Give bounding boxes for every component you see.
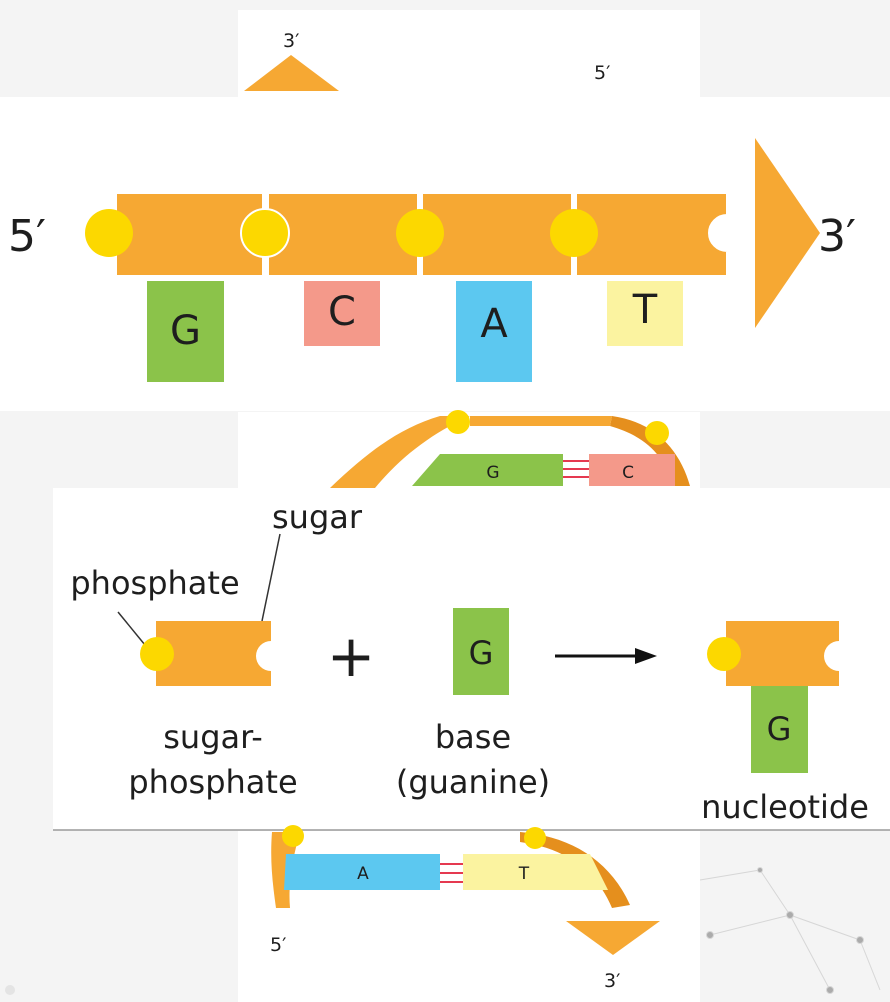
- top-helix-fragment: 3′ 5′: [238, 10, 700, 100]
- base-label-line1: base: [435, 718, 511, 756]
- sugar-unit: [267, 192, 419, 277]
- base-a: A: [456, 281, 532, 382]
- base-g: G: [147, 281, 224, 382]
- bottom-5prime-label: 5′: [270, 934, 286, 956]
- guanine-base: [453, 608, 509, 695]
- bottom-base-t: [463, 854, 608, 890]
- phosphate-group: [396, 209, 444, 257]
- sugar-phosphate-label-line1: sugar-: [163, 718, 263, 756]
- base-g-letter: G: [170, 308, 201, 354]
- phosphate-label: phosphate: [70, 564, 239, 602]
- plus-sign: +: [327, 622, 376, 690]
- top-5prime-label: 5′: [594, 62, 610, 84]
- sugar-pointer: [261, 533, 281, 622]
- nucleotide-panel: sugar phosphate + G G sugar- phosphate b…: [53, 488, 890, 831]
- base-a-letter: A: [480, 301, 508, 347]
- sugar-phosphate-label-line2: phosphate: [128, 763, 297, 801]
- strand-5prime-label: 5′: [8, 211, 46, 262]
- hydrogen-bonds: [440, 863, 463, 883]
- nucleotide-base: [751, 686, 808, 773]
- nucleotide-label: nucleotide: [701, 788, 869, 826]
- bottom-base-t-letter: T: [518, 864, 530, 884]
- phosphate-group: [446, 410, 470, 434]
- phosphate-group: [85, 209, 133, 257]
- sugar-phosphate-sugar: [156, 621, 271, 686]
- top-3prime-arrowhead: [244, 55, 339, 91]
- sugar-unit: [421, 192, 573, 277]
- phosphate-group: [524, 827, 546, 849]
- nucleotide-base-letter: G: [767, 710, 792, 748]
- base-t-letter: T: [632, 287, 658, 333]
- nucleotide-sugar: [726, 621, 839, 686]
- phosphate-group: [645, 421, 669, 445]
- mid-base-c-letter: C: [622, 463, 634, 483]
- mid-helix-fragment: G C: [238, 410, 700, 490]
- bottom-3prime-arrowhead: [566, 921, 660, 955]
- base-t: T: [607, 281, 683, 346]
- mid-left-backbone: [330, 416, 470, 488]
- strand-direction-arrowhead: [755, 138, 820, 328]
- mid-base-c: [589, 454, 675, 486]
- base-c: C: [304, 281, 380, 346]
- mid-base-g: [412, 454, 563, 486]
- bottom-helix-fragment: A T 5′ 3′: [238, 825, 700, 1002]
- phosphate-group: [282, 825, 304, 847]
- phosphate-group: [240, 208, 290, 258]
- nucleotide-phosphate: [707, 637, 741, 671]
- bottom-base-a-letter: A: [357, 864, 369, 884]
- reaction-arrow: [555, 648, 657, 664]
- mid-base-g-letter: G: [486, 463, 499, 483]
- decorative-network: [5, 867, 881, 995]
- hydrogen-bonds: [563, 460, 589, 478]
- base-label-line2: (guanine): [396, 763, 550, 801]
- bottom-3prime-label: 3′: [604, 970, 620, 992]
- sugar-unit: [575, 192, 728, 277]
- sugar-label: sugar: [272, 498, 363, 536]
- phosphate-group: [550, 209, 598, 257]
- strand-3prime-label: 3′: [818, 211, 856, 262]
- bottom-base-a: [284, 854, 440, 890]
- sugar-phosphate-phosphate: [140, 637, 174, 671]
- top-3prime-label: 3′: [283, 30, 299, 52]
- base-c-letter: C: [328, 289, 356, 335]
- guanine-base-letter: G: [469, 634, 494, 672]
- strand-panel: 5′ 3′ G C A: [0, 97, 890, 411]
- phosphate-pointer: [117, 611, 146, 646]
